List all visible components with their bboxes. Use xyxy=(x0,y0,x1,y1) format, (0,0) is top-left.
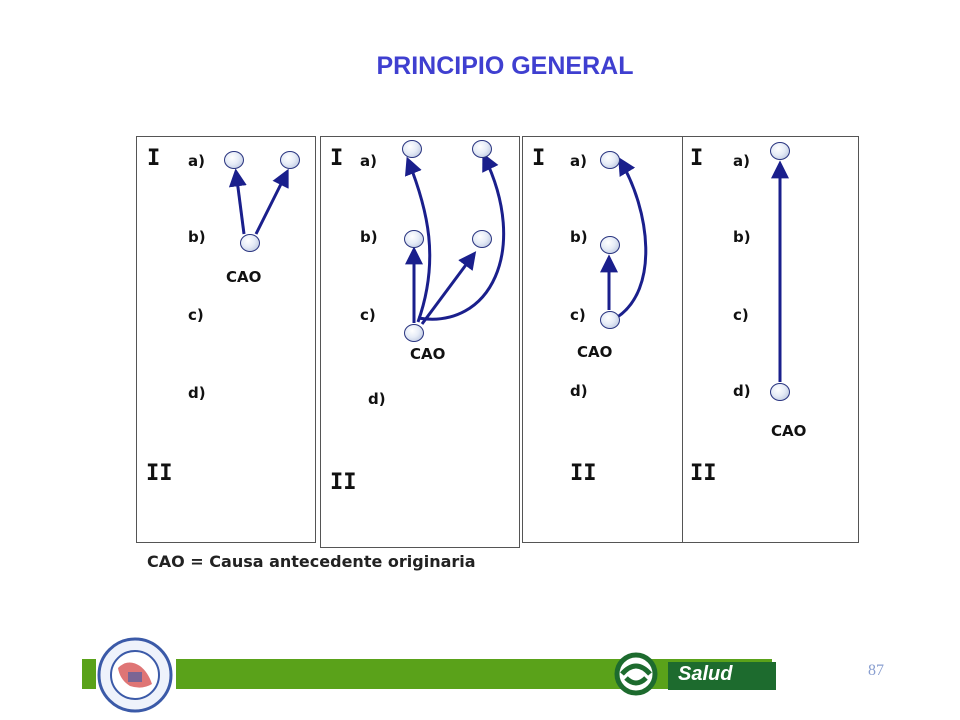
panel-2-arrow-a2 xyxy=(417,152,506,321)
panel-4-node-cao xyxy=(770,383,790,401)
panel-3-item-c: c) xyxy=(570,306,586,324)
panel-2-item-c: c) xyxy=(360,306,376,324)
panel-1-node-cao xyxy=(240,234,260,252)
page-number: 87 xyxy=(868,662,884,679)
panel-2-node-b1 xyxy=(404,230,424,248)
panel-1-bottom-label: II xyxy=(146,461,173,486)
panel-1-arrow-a1 xyxy=(228,168,247,235)
panel-4-item-a: a) xyxy=(733,152,750,170)
panel-4-top-label: I xyxy=(690,146,704,171)
panel-2-item-a: a) xyxy=(360,152,377,170)
panel-1-cao-label: CAO xyxy=(226,268,262,286)
legend-text: CAO = Causa antecedente originaria xyxy=(147,552,476,571)
panel-1-node-a2 xyxy=(280,151,300,169)
salud-brand-text: Salud xyxy=(678,663,733,685)
panel-3-arrow-a xyxy=(615,156,648,320)
panel-3-item-a: a) xyxy=(570,152,587,170)
panel-2-node-a2 xyxy=(472,140,492,158)
panel-1-item-a: a) xyxy=(188,152,205,170)
panel-1-item-d: d) xyxy=(188,384,206,402)
salud-logo-icon xyxy=(614,652,658,696)
panel-3-item-d: d) xyxy=(570,382,588,400)
panel-3-top-label: I xyxy=(532,146,546,171)
panel-1 xyxy=(136,136,316,543)
panel-3-node-cao xyxy=(600,311,620,329)
panel-2 xyxy=(320,136,520,548)
panel-4-cao-label: CAO xyxy=(771,422,807,440)
panel-2-arrow-b2 xyxy=(420,251,477,325)
panel-2-node-a1 xyxy=(402,140,422,158)
panel-3-cao-label: CAO xyxy=(577,343,613,361)
panel-1-top-label: I xyxy=(147,146,161,171)
panel-3-item-b: b) xyxy=(570,228,588,246)
panel-1-arrow-a2 xyxy=(254,168,289,235)
panel-1-item-b: b) xyxy=(188,228,206,246)
panel-2-node-cao xyxy=(404,324,424,342)
panel-2-cao-label: CAO xyxy=(410,345,446,363)
panel-2-bottom-label: II xyxy=(330,470,357,495)
panel-2-top-label: I xyxy=(330,146,344,171)
panel-3-node-b xyxy=(600,236,620,254)
panel-4-item-b: b) xyxy=(733,228,751,246)
page-title: PRINCIPIO GENERAL xyxy=(376,52,634,80)
panel-3-node-a xyxy=(600,151,620,169)
panel-4-item-c: c) xyxy=(733,306,749,324)
panel-4-bottom-label: II xyxy=(690,461,717,486)
footer-accent-left xyxy=(82,659,96,689)
panel-3 xyxy=(522,136,684,543)
salud-brand-box xyxy=(668,662,776,690)
panel-2-node-b2 xyxy=(472,230,492,248)
panel-2-arrow-a1 xyxy=(404,156,432,323)
panel-4-item-d: d) xyxy=(733,382,751,400)
panel-1-item-c: c) xyxy=(188,306,204,324)
panel-2-item-d: d) xyxy=(368,390,386,408)
panel-3-bottom-label: II xyxy=(570,461,597,486)
panel-2-item-b: b) xyxy=(360,228,378,246)
panel-4-node-a xyxy=(770,142,790,160)
panel-1-node-a1 xyxy=(224,151,244,169)
panel-4 xyxy=(682,136,859,543)
cemece-seal-icon xyxy=(97,637,173,713)
